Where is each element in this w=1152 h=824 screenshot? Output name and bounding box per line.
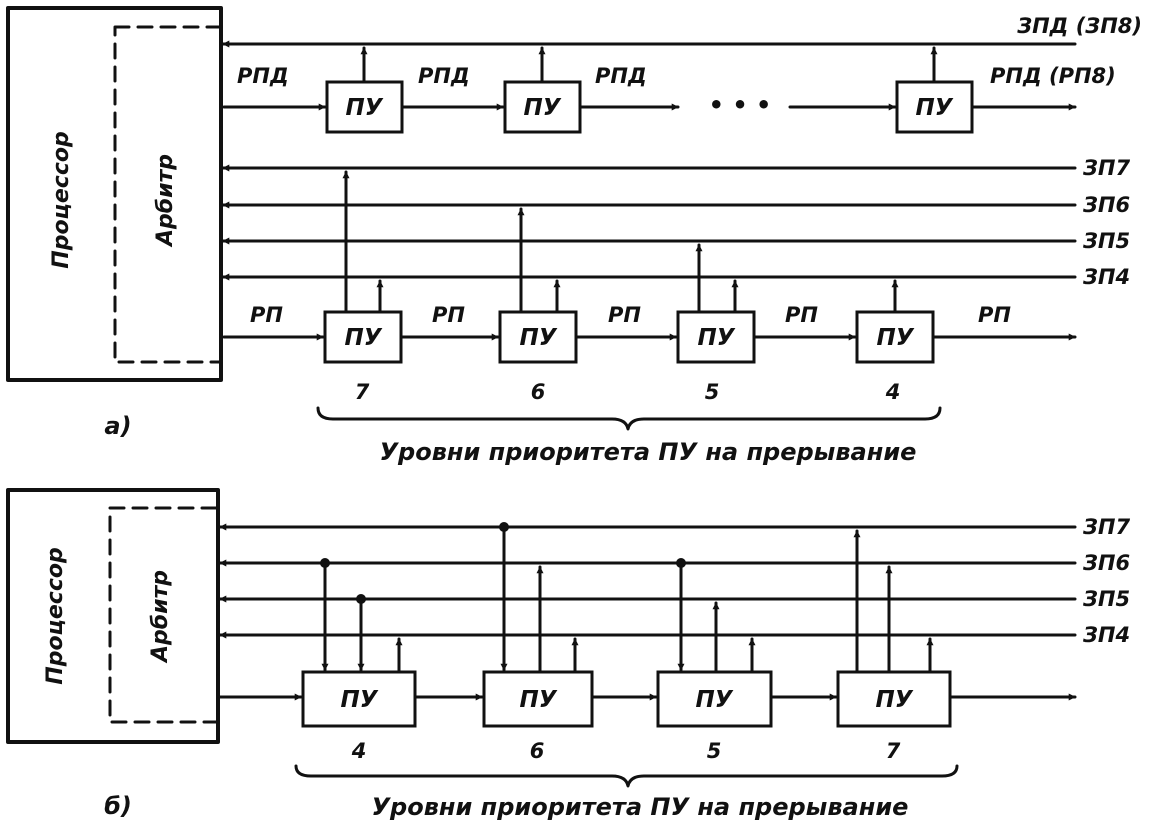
rpd-label-4: РПД (РП8) <box>990 64 1116 88</box>
level-a-3: 5 <box>705 380 720 404</box>
pu-unit-b-3 <box>656 670 773 728</box>
processor-label-a: Процессор <box>49 131 74 268</box>
arbiter-box-a <box>113 25 223 364</box>
arbiter-label-b: Арбитр <box>148 570 173 664</box>
rpd-ellipsis: • • • <box>709 91 772 119</box>
bus-label-zp6-b: ЗП6 <box>1082 551 1130 575</box>
marker-b: б) <box>104 792 132 820</box>
rp-label-3: РП <box>608 303 641 327</box>
marker-a: а) <box>104 412 131 440</box>
rpd-label-3: РПД <box>595 64 647 88</box>
processor-box-b <box>6 488 220 744</box>
diagram-b: Процессор Арбитр ЗП7 ЗП6 ЗП5 ЗП4 ПУ ПУ П… <box>6 488 1130 821</box>
rpd-unit-3-label: ПУ <box>916 95 954 121</box>
bus-label-zp4-b: ЗП4 <box>1082 623 1130 647</box>
bus-label-zp4-a: ЗП4 <box>1082 265 1130 289</box>
caption-b: Уровни приоритета ПУ на прерывание <box>372 793 909 821</box>
level-b-4: 7 <box>886 739 901 763</box>
caption-a: Уровни приоритета ПУ на прерывание <box>380 438 917 466</box>
pu-unit-b-1 <box>301 670 417 728</box>
bus-label-zp7-b: ЗП7 <box>1082 515 1130 539</box>
rpd-unit-1-label: ПУ <box>346 95 384 121</box>
pu-unit-a-2 <box>498 310 578 364</box>
arbiter-label-a: Арбитр <box>153 154 178 248</box>
bus-label-zp5-a: ЗП5 <box>1082 229 1130 253</box>
pu-unit-b-1-label: ПУ <box>341 687 379 713</box>
bus-label-zp7-a: ЗП7 <box>1082 156 1130 180</box>
pu-unit-b-4 <box>836 670 952 728</box>
pu-unit-b-2-label: ПУ <box>520 687 558 713</box>
pu-unit-a-3-label: ПУ <box>698 325 736 351</box>
level-a-2: 6 <box>531 380 546 404</box>
level-b-3: 5 <box>707 739 722 763</box>
pu-unit-a-3 <box>676 310 756 364</box>
rp-label-1: РП <box>250 303 283 327</box>
pu-unit-a-4-label: ПУ <box>877 325 915 351</box>
pu-unit-b-4-label: ПУ <box>876 687 914 713</box>
processor-box-a <box>6 6 223 382</box>
brace-a <box>316 406 942 431</box>
level-b-2: 6 <box>530 739 545 763</box>
level-a-1: 7 <box>355 380 370 404</box>
bus-zpd-label: ЗПД (ЗП8) <box>1016 14 1142 38</box>
rpd-unit-3 <box>895 80 974 134</box>
pu-unit-b-2 <box>482 670 594 728</box>
rpd-label-1: РПД <box>237 64 289 88</box>
rp-label-5: РП <box>978 303 1011 327</box>
bus-label-zp6-a: ЗП6 <box>1082 193 1130 217</box>
rpd-unit-1 <box>325 80 404 134</box>
arbiter-box-b <box>108 506 220 724</box>
rp-label-2: РП <box>432 303 465 327</box>
processor-label-b: Процессор <box>43 547 68 684</box>
level-b-1: 4 <box>351 739 367 763</box>
brace-b <box>294 764 959 788</box>
bus-label-zp5-b: ЗП5 <box>1082 587 1130 611</box>
rpd-unit-2-label: ПУ <box>524 95 562 121</box>
diagram-a: Процессор Арбитр ЗПД (ЗП8) ПУ ПУ ПУ • • … <box>6 6 1142 466</box>
rp-label-4: РП <box>785 303 818 327</box>
rpd-label-2: РПД <box>418 64 470 88</box>
pu-unit-a-1 <box>323 310 403 364</box>
level-a-4: 4 <box>885 380 901 404</box>
pu-unit-a-2-label: ПУ <box>520 325 558 351</box>
pu-unit-b-3-label: ПУ <box>696 687 734 713</box>
pu-unit-a-1-label: ПУ <box>345 325 383 351</box>
